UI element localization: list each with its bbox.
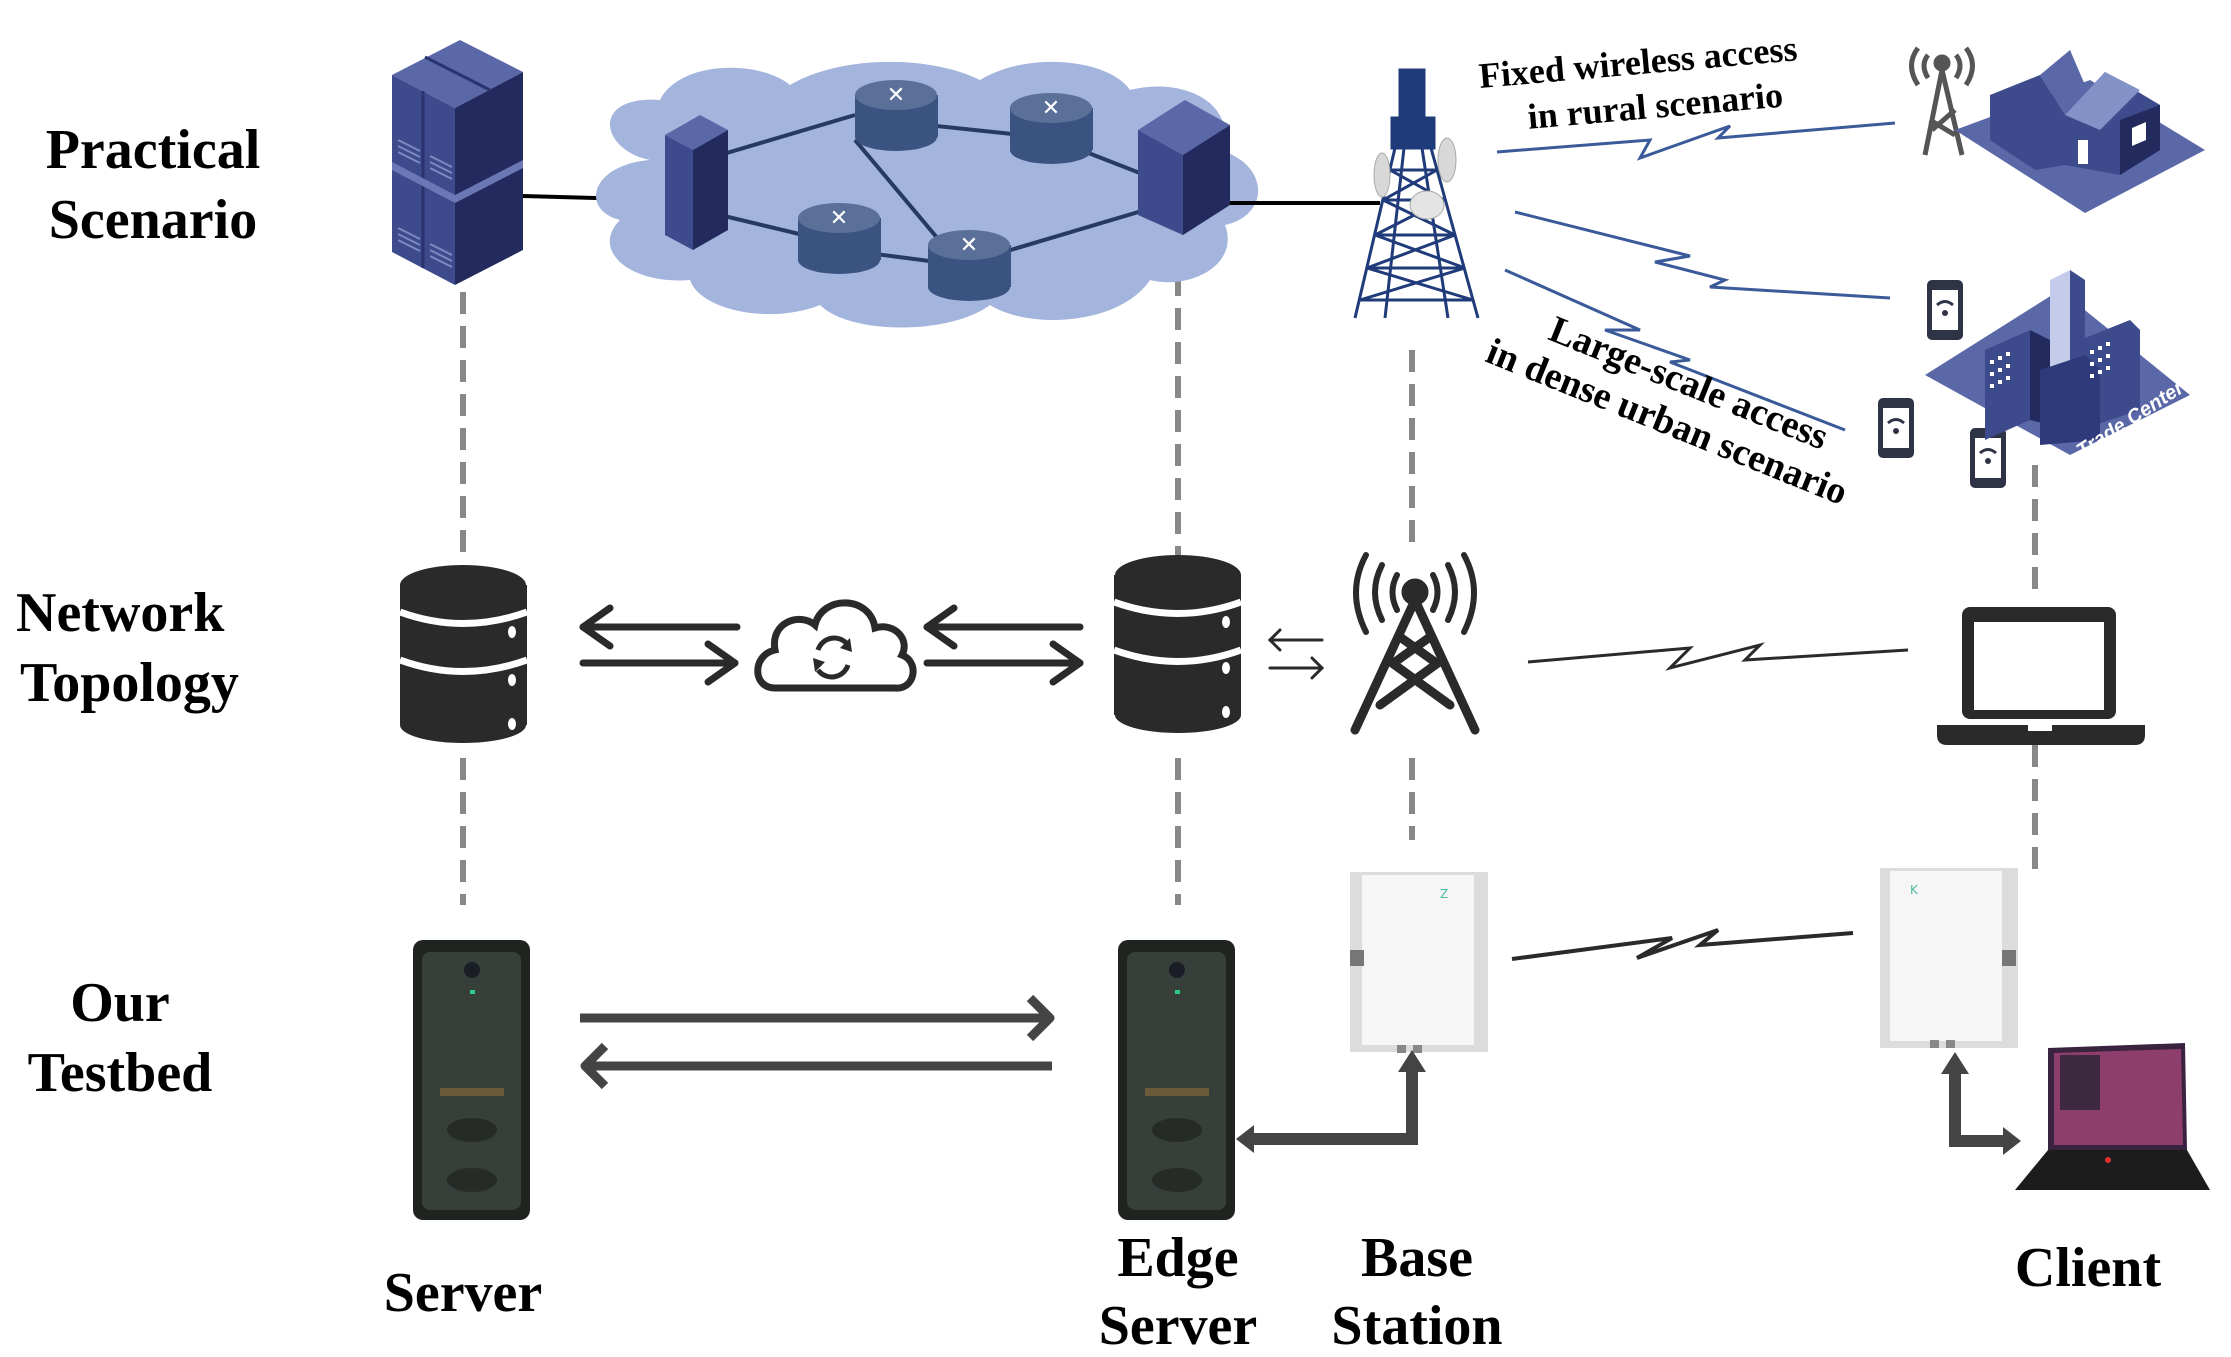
- router-icon: ✕: [855, 80, 938, 151]
- row-label-line: Scenario: [48, 189, 258, 251]
- column-label-line: Client: [2014, 1237, 2162, 1299]
- wireless-link-rural: [1496, 121, 1896, 161]
- phone-icon: [1878, 398, 1914, 458]
- column-label-line: Server: [383, 1262, 543, 1324]
- phone-icon: [1970, 428, 2006, 488]
- column-label-base-station: Base Station: [1312, 1230, 1522, 1354]
- dashed-guides: [460, 240, 2038, 905]
- column-label-server: Server: [363, 1265, 563, 1321]
- database-edge-icon: [1112, 555, 1243, 733]
- svg-text:✕: ✕: [887, 83, 905, 108]
- row-label-line: Testbed: [27, 1042, 213, 1104]
- urban-annotation: Large-scale access in dense urban scenar…: [1481, 290, 1870, 514]
- router-icon: ✕: [798, 203, 881, 274]
- column-label-line: Station: [1331, 1295, 1503, 1357]
- rural-annotation: Fixed wireless access in rural scenario: [1477, 28, 1811, 141]
- backbone-cloud: ✕ ✕ ✕ ✕: [596, 61, 1259, 328]
- elbow-arrow-bs-to-edge: [1236, 1050, 1426, 1153]
- base-station-device-photo: Z: [1350, 872, 1488, 1053]
- radio-tower-icon: [1350, 552, 1480, 735]
- router-icon: ✕: [1010, 93, 1093, 164]
- cloud-server-left-icon: [665, 115, 728, 250]
- wireless-link-urban-2: [1504, 268, 1846, 432]
- arrow-right-icon: [923, 640, 1084, 686]
- column-label-line: Edge: [1117, 1227, 1239, 1289]
- arrow-right-icon: [579, 640, 739, 686]
- svg-text:✕: ✕: [960, 233, 978, 258]
- cloud-sync-icon: [754, 599, 917, 692]
- column-label-line: Server: [1098, 1295, 1258, 1357]
- elbow-arrow-client-to-laptop: [1941, 1052, 2021, 1155]
- cell-tower-icon: [1353, 68, 1480, 319]
- rural-house-icon: [1909, 46, 2205, 213]
- svg-text:K: K: [1910, 883, 1919, 897]
- row-label-line: Practical: [45, 119, 261, 181]
- wireless-link-topology: [1527, 642, 1909, 671]
- database-server-icon: [398, 565, 529, 743]
- arrow-left-icon: [579, 604, 741, 650]
- row-label-network-topology: Network Topology: [8, 585, 270, 711]
- arrow-left-icon: [580, 1042, 1052, 1090]
- column-label-client: Client: [1988, 1240, 2188, 1296]
- svg-text:Z: Z: [1440, 887, 1448, 901]
- arrow-left-icon: [923, 604, 1084, 650]
- topology-arrows: [579, 604, 1084, 686]
- laptop-icon: [1937, 607, 2145, 745]
- arrow-right-icon: [580, 994, 1055, 1042]
- row-label-line: Network: [16, 582, 225, 644]
- cloud-server-right-icon: [1138, 100, 1230, 235]
- wireless-link-testbed: [1511, 928, 1854, 961]
- small-antenna-icon: [1909, 46, 1975, 156]
- svg-text:✕: ✕: [830, 206, 848, 231]
- datacenter-server-icon: [392, 40, 523, 285]
- small-bidirectional-arrows-icon: [1267, 628, 1325, 680]
- column-label-line: Base: [1361, 1227, 1473, 1289]
- row-label-our-testbed: Our Testbed: [10, 975, 230, 1101]
- row-label-line: Topology: [20, 652, 239, 714]
- testbed-arrows: [580, 994, 1055, 1090]
- wireless-link-urban-1: [1514, 210, 1891, 300]
- router-icon: ✕: [928, 230, 1011, 301]
- phone-icon: [1927, 280, 1963, 340]
- urban-city-icon: Trade Center: [1925, 270, 2190, 462]
- wireless-links-top: [1496, 121, 1896, 432]
- client-cpe-device-photo: K: [1880, 868, 2018, 1048]
- column-label-edge-server: Edge Server: [1078, 1230, 1278, 1354]
- row-label-practical-scenario: Practical Scenario: [22, 122, 284, 248]
- svg-text:✕: ✕: [1042, 96, 1060, 121]
- client-laptop-photo: [2015, 1043, 2210, 1190]
- server-device-photo: [413, 940, 530, 1220]
- row-label-line: Our: [70, 972, 170, 1034]
- edge-server-device-photo: [1118, 940, 1235, 1220]
